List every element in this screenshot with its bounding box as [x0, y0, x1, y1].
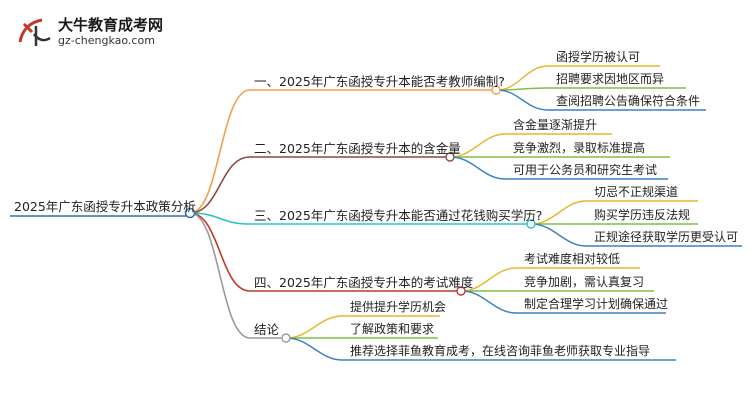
child-label: 招聘要求因地区而异	[556, 72, 665, 86]
child-connector	[531, 223, 587, 247]
branch-label: 结论	[254, 322, 280, 337]
child-label: 考试难度相对较低	[524, 252, 621, 266]
branch-label: 二、2025年广东函授专升本的含金量	[254, 141, 461, 156]
child-connector	[461, 290, 517, 314]
branch-connector	[189, 156, 251, 214]
branch-node-dot	[281, 333, 291, 343]
child-label: 提供提升学历机会	[350, 300, 447, 314]
brand-title: 大牛教育成考网	[58, 16, 164, 34]
child-label: 函授学历被认可	[556, 50, 641, 64]
child-connector	[496, 89, 549, 111]
branch-node-dot	[456, 286, 466, 296]
root-node-label: 2025年广东函授专升本政策分析	[14, 199, 196, 214]
branch-label: 三、2025年广东函授专升本能否通过花钱购买学历?	[254, 208, 543, 223]
child-label: 可用于公务员和研究生考试	[513, 163, 658, 177]
branch-connector	[189, 212, 251, 292]
branch-connector	[189, 212, 251, 225]
child-label: 查阅招聘公告确保符合条件	[556, 94, 701, 108]
child-connector	[286, 337, 343, 361]
branch-node-dot	[526, 219, 536, 229]
branch-connector	[189, 212, 251, 339]
child-label: 竞争激烈，录取标准提高	[513, 141, 646, 155]
brand-logo-icon	[18, 18, 51, 46]
child-label: 了解政策和要求	[350, 322, 435, 336]
brand-url: gz-chengkao.com	[58, 34, 155, 47]
child-connector	[286, 315, 343, 339]
branch-connector	[189, 89, 251, 214]
branch-label: 四、2025年广东函授专升本的考试难度	[254, 275, 474, 290]
branch-node-dot	[445, 152, 455, 162]
child-label: 购买学历违反法规	[594, 208, 691, 222]
branch-node-dot	[491, 85, 501, 95]
child-connector	[450, 156, 506, 180]
child-label: 推荐选择菲鱼教育成考，在线咨询菲鱼老师获取专业指导	[350, 344, 651, 358]
child-label: 正规途径获取学历更受认可	[594, 230, 739, 244]
brand-logo	[14, 12, 54, 52]
child-label: 制定合理学习计划确保通过	[524, 297, 669, 311]
child-label: 含金量逐渐提升	[513, 118, 598, 132]
child-label: 竞争加剧，需认真复习	[524, 275, 645, 289]
root-node-dot	[184, 207, 196, 219]
branch-label: 一、2025年广东函授专升本能否考教师编制?	[254, 74, 505, 89]
child-label: 切忌不正规渠道	[594, 185, 679, 199]
